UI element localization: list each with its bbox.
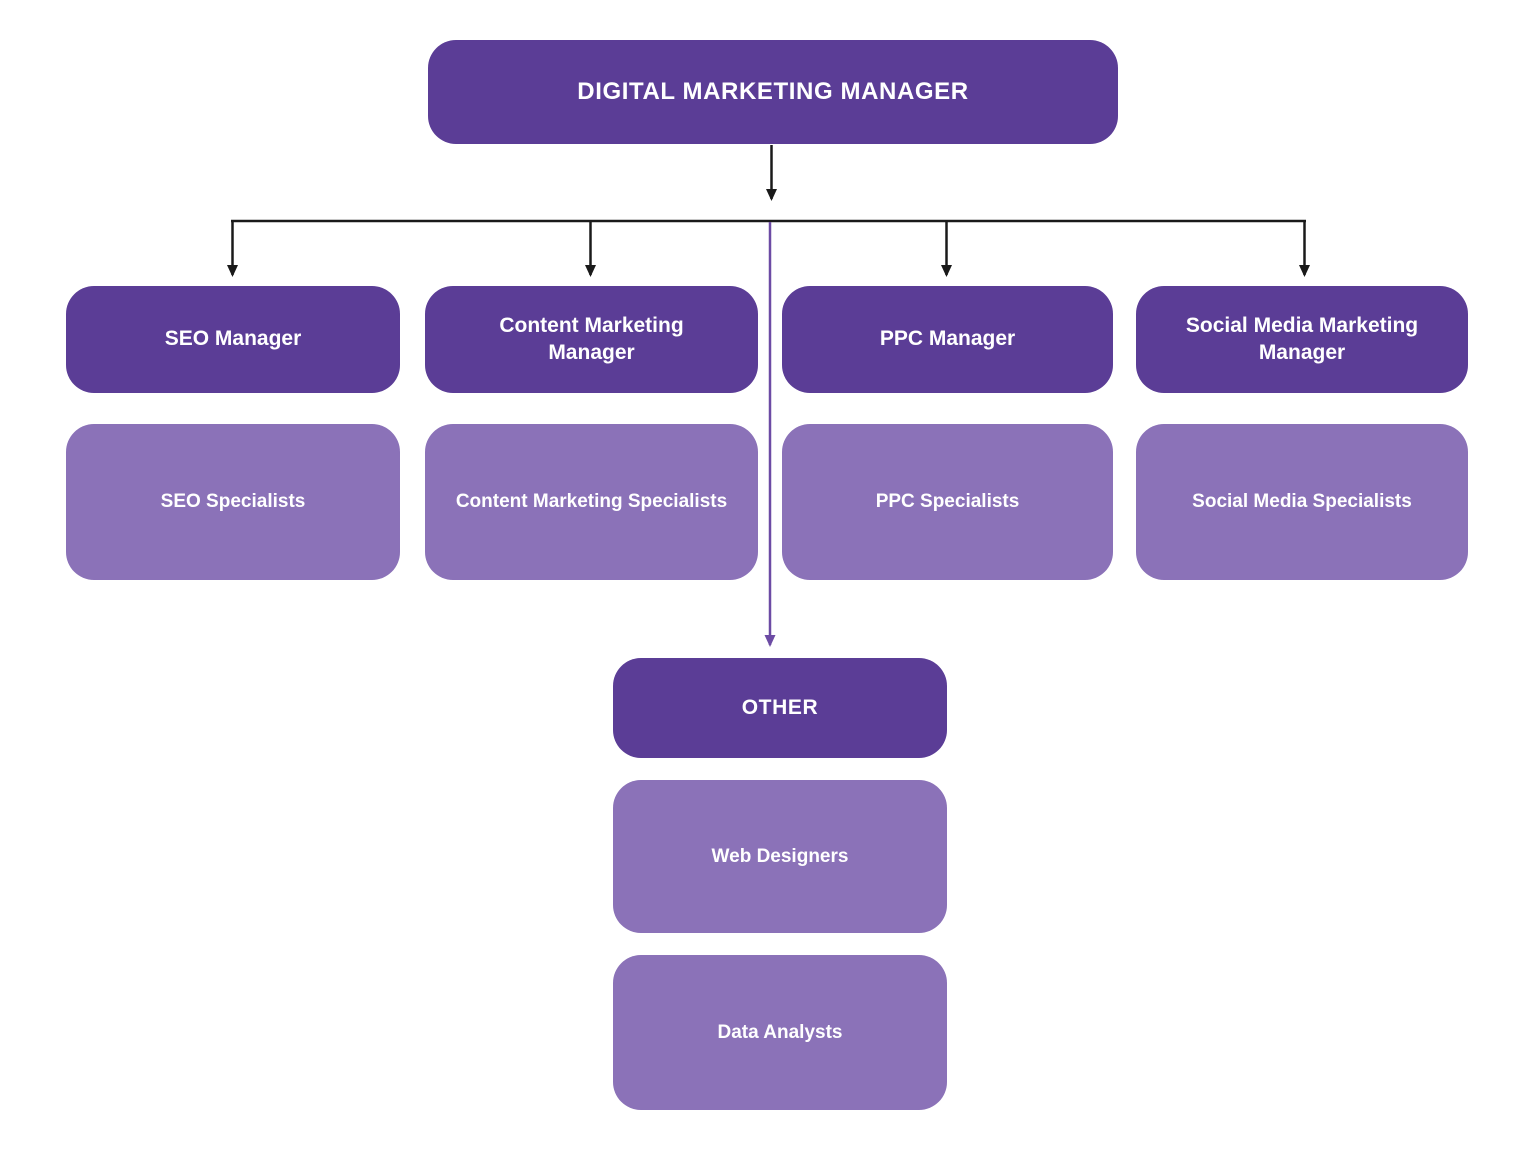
node-social-media-specialists: Social Media Specialists: [1136, 424, 1468, 580]
node-content-marketing-specialists: Content Marketing Specialists: [425, 424, 758, 580]
node-digital-marketing-manager: DIGITAL MARKETING MANAGER: [428, 40, 1118, 144]
node-seo-specialists: SEO Specialists: [66, 424, 400, 580]
node-social-media-marketing-manager: Social Media Marketing Manager: [1136, 286, 1468, 393]
node-content-marketing-manager: Content Marketing Manager: [425, 286, 758, 393]
node-other: OTHER: [613, 658, 947, 758]
node-data-analysts: Data Analysts: [613, 955, 947, 1110]
node-ppc-manager: PPC Manager: [782, 286, 1113, 393]
node-seo-manager: SEO Manager: [66, 286, 400, 393]
node-ppc-specialists: PPC Specialists: [782, 424, 1113, 580]
node-web-designers: Web Designers: [613, 780, 947, 933]
